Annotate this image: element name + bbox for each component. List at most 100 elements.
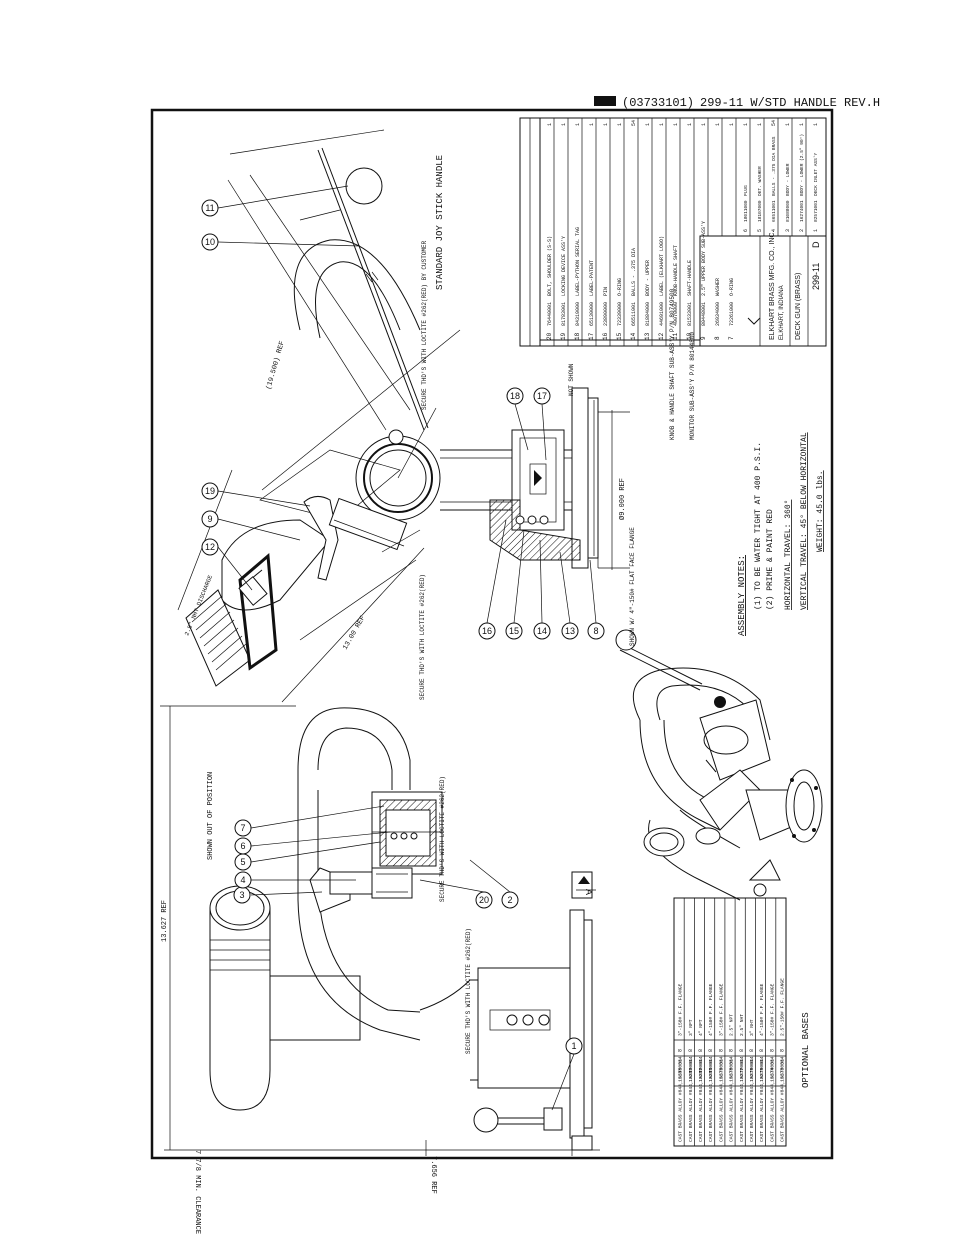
bom-qty: 54 <box>771 120 777 126</box>
bom-part-number: 65130000 <box>589 302 595 326</box>
svg-text:1: 1 <box>571 1041 576 1051</box>
base-dash: 8 <box>769 1049 775 1052</box>
bom-qty: 1 <box>547 123 553 126</box>
bom-part-number: 81783001 <box>561 302 567 326</box>
base-part-number: 15275001 <box>759 1059 765 1082</box>
base-part-number: 15281001 <box>708 1059 714 1082</box>
base-description: 3"-150# F.F. FLANGE <box>718 983 724 1036</box>
bom-description: LABEL (ELKHART LOGO) <box>659 236 665 296</box>
top-view-dimensions <box>177 129 630 703</box>
bom-description: PIN <box>603 287 609 296</box>
base-description: 3"-150# F.F. FLANGE <box>769 983 775 1036</box>
base-description: 4"-150# F.F. FLANGE <box>708 983 714 1036</box>
bom-item-number: 9 <box>700 336 707 340</box>
bom-item-number: 17 <box>588 332 595 340</box>
bom-item-number: 1 <box>813 229 819 232</box>
bom-description: BODY - LOWER <box>785 163 791 196</box>
drawing-title: 299-11 W/STD HANDLE REV.H <box>700 96 880 110</box>
base-dash: 8 <box>749 1049 755 1052</box>
dim-19500: (19.500) REF <box>265 340 287 391</box>
bom-item-number: 8 <box>714 336 721 340</box>
bom-qty: 1 <box>743 123 749 126</box>
company-name: ELKHART BRASS MFG. CO., INC. <box>769 231 776 340</box>
callout-9: 9 <box>201 510 219 528</box>
bom-item-number: 6 <box>743 229 749 232</box>
secure-label-c: SECURE THD'S WITH LOCTITE #262(RED) <box>419 574 426 700</box>
base-part-number: 15283001 <box>688 1059 694 1082</box>
base-dash: 8 <box>688 1049 694 1052</box>
base-material: CAST BRASS ALLOY #844, ASTM B84 <box>729 1056 735 1142</box>
svg-text:8: 8 <box>593 626 598 636</box>
base-material: CAST BRASS ALLOY #844, ASTM B84 <box>708 1056 714 1142</box>
bom-item-number: 5 <box>757 229 763 232</box>
bom-description: DECK INLET ASS'Y <box>813 152 819 196</box>
bom-part-number: 18107000 <box>757 200 763 222</box>
bom-description: BODY - LOWER (2.5" 90°) <box>799 134 805 196</box>
callout-19: 19 <box>201 482 219 500</box>
base-dash: 8 <box>698 1049 704 1052</box>
dim-13627: 13.627 REF <box>161 900 169 942</box>
callout-10: 10 <box>201 233 219 251</box>
bom-item-number: 11 <box>672 332 679 340</box>
drawing-rev: D <box>811 241 821 248</box>
base-material: CAST BRASS ALLOY #844, ASTM B84 <box>749 1056 755 1142</box>
min-clearance-label: 7 7/8 MIN. CLEARANCE HEIGHT <box>193 1150 201 1235</box>
base-material: CAST BRASS ALLOY #844, ASTM B84 <box>718 1056 724 1142</box>
bom-item-number: 4 <box>771 229 777 232</box>
base-description: 3" NPT <box>688 1019 694 1036</box>
callout-13: 13 <box>561 622 579 640</box>
callout-3: 3 <box>233 886 251 904</box>
dim-7656: 7.656 REF <box>429 1156 437 1194</box>
bom-part-number: 72261000 <box>729 302 735 326</box>
callout-17: 17 <box>533 387 551 405</box>
bom-part-number: 76440001 <box>547 302 553 326</box>
base-description: 2.5" NHT <box>739 1014 745 1036</box>
bom-part-number: 66511001 <box>631 302 637 326</box>
bom-part-number: 80448001 <box>701 302 707 326</box>
bom-item-number: 19 <box>560 332 567 340</box>
svg-text:9: 9 <box>207 514 212 524</box>
base-description: 3"-150# F.F. FLANGE <box>678 983 684 1036</box>
secure-label-a: SECURE THD'S WITH LOCTITE #262(RED) <box>439 776 446 902</box>
bom-qty: 1 <box>785 123 791 126</box>
bom-qty: 1 <box>589 123 595 126</box>
notes-heading: ASSEMBLY NOTES: <box>737 555 747 636</box>
bom-qty: 1 <box>687 123 693 126</box>
bom-header-block <box>519 117 541 347</box>
bom-part-number: 26934000 <box>715 302 721 326</box>
bom-qty: 1 <box>575 123 581 126</box>
callout-2: 2 <box>501 891 519 909</box>
bom-qty: 1 <box>729 123 735 126</box>
svg-text:11: 11 <box>205 203 214 213</box>
bom-part-number: 81533001 <box>687 302 693 326</box>
doc-number: (03733101) <box>622 96 694 110</box>
bom-item-number: 15 <box>616 332 623 340</box>
callout-balloons: 1 2 3 4 5 6 7 8 9 10 11 12 13 14 15 16 1… <box>201 199 605 1055</box>
bom-description: BODY - UPPER <box>645 260 651 296</box>
bom-qty: 1 <box>799 123 805 126</box>
bom-part-number: 23890000 <box>603 302 609 326</box>
base-part-number: 15282001 <box>698 1059 704 1082</box>
bases-text: CAST BRASS ALLOY #844, ASTM B84815285001… <box>678 978 786 1142</box>
callout-14: 14 <box>533 622 551 640</box>
base-part-number: 15277001 <box>739 1059 745 1082</box>
not-shown-label: NOT SHOWN <box>568 363 575 396</box>
bom-qty: 1 <box>813 123 819 126</box>
bom-qty: 1 <box>659 123 665 126</box>
secure-label-b: SECURE THD'S WITH LOCTITE #262(RED) <box>465 928 472 1054</box>
svg-text:2: 2 <box>507 895 512 905</box>
bom-description: LABEL-PYTHON SERIAL TAG <box>575 227 581 296</box>
svg-text:5: 5 <box>240 857 245 867</box>
bom-description: SHAFT-HANDLE <box>687 260 693 296</box>
bom-description: O-RING <box>729 278 735 296</box>
title-strip: (03733101) 299-11 W/STD HANDLE REV.H <box>594 96 880 110</box>
callout-18: 18 <box>506 387 524 405</box>
bom-description: PLUG <box>743 185 749 196</box>
bom-item-number: 2 <box>799 229 805 232</box>
bom-description: O-RING <box>617 278 623 296</box>
svg-text:13: 13 <box>565 626 575 636</box>
bom-part-number: 18011000 <box>743 200 749 222</box>
product-name: DECK GUN (BRASS) <box>795 273 802 340</box>
bom-item-number: 7 <box>728 336 735 340</box>
